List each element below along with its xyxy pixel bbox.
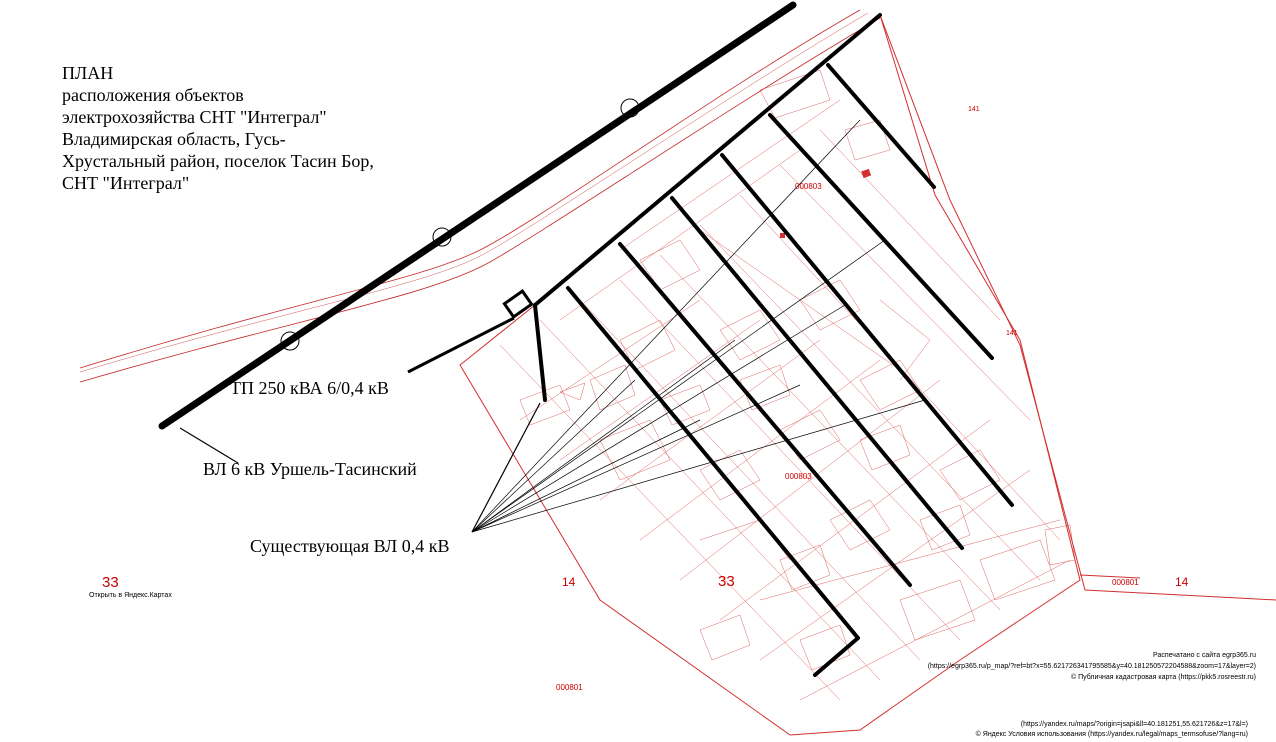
parcel-number: 141 <box>968 106 980 113</box>
label-tp: ТП 250 кВА 6/0,4 кВ <box>230 378 389 398</box>
plan-title: ПЛАН расположения объектов электрохозяйс… <box>62 63 374 193</box>
zone-number: 33 <box>718 573 735 590</box>
credit-line: Распечатано с сайта egrp365.ru <box>1153 652 1256 659</box>
yandex-credit: (https://yandex.ru/maps/?origin=jsapi&ll… <box>976 720 1248 740</box>
red-marker <box>780 233 785 238</box>
quarter-number: 14 <box>562 575 576 589</box>
cadastral-boundary <box>459 14 1276 736</box>
credit-line[interactable]: (https://egrp365.ru/p_map/?ref=bt?x=55.6… <box>927 663 1256 670</box>
label-vl-04kv: Существующая ВЛ 0,4 кВ <box>250 536 450 556</box>
leader-lines <box>179 119 926 533</box>
parcel-grid <box>499 69 1076 701</box>
quarter-number: 14 <box>1175 575 1189 589</box>
cadastral-code: 000801 <box>1112 578 1139 587</box>
red-marker <box>861 168 872 179</box>
road <box>79 9 881 383</box>
parcel-number: 141 <box>1006 330 1018 337</box>
label-vl-6kv: ВЛ 6 кВ Уршель-Тасинский <box>203 459 417 479</box>
cadastral-code: 000803 <box>795 182 822 191</box>
credit-line[interactable]: © Публичная кадастровая карта (https://p… <box>1070 674 1256 681</box>
cadastral-code: 000801 <box>556 683 583 692</box>
credit-line[interactable]: (https://yandex.ru/maps/?origin=jsapi&ll… <box>1020 721 1248 728</box>
yandex-maps-link[interactable]: Открыть в Яндекс.Картах <box>89 592 172 599</box>
tp-substation <box>502 289 534 319</box>
vl-04kv-lines <box>533 13 1014 677</box>
egrp-credit: Распечатано с сайта egrp365.ru (https://… <box>928 650 1256 683</box>
credit-line[interactable]: © Яндекс Условия использования (https://… <box>975 731 1248 738</box>
cadastral-code: 000803 <box>785 472 812 481</box>
vl-6kv-line <box>158 1 797 430</box>
zone-number: 33 <box>102 574 119 591</box>
